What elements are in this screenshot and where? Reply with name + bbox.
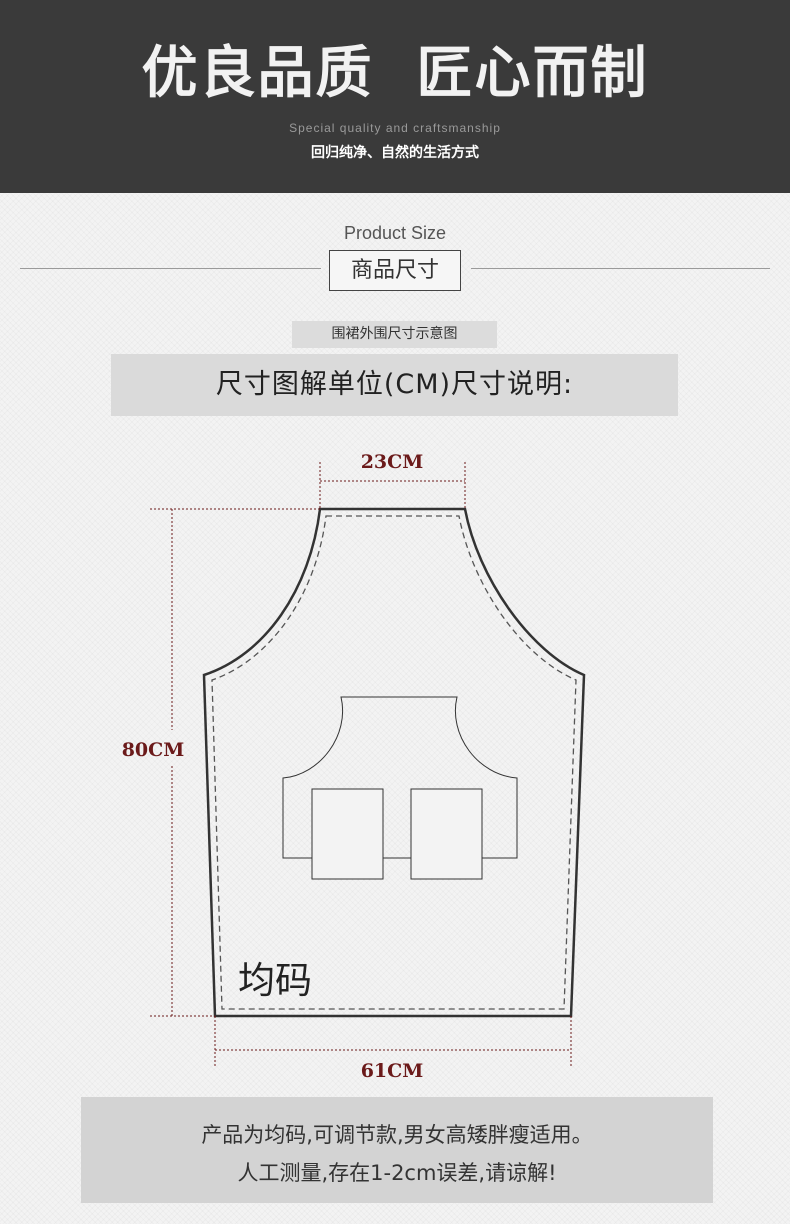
hero-banner: 优良品质 匠心而制 Special quality and craftsmans… bbox=[0, 0, 790, 193]
apron-diagram: 23CM 80CM 61CM 均码 bbox=[122, 451, 586, 1082]
apron-outline bbox=[202, 507, 586, 1018]
apron-stitching bbox=[211, 515, 577, 1010]
dimension-top-width: 23CM bbox=[361, 451, 424, 473]
pocket-left-flap bbox=[311, 788, 384, 880]
unit-bar: 尺寸图解单位(CM)尺寸说明: bbox=[111, 354, 678, 416]
section-title-en: Product Size bbox=[343, 223, 447, 243]
size-label: 均码 bbox=[238, 959, 312, 1002]
apron-pocket bbox=[282, 696, 518, 859]
hero-subtitle-en: Special quality and craftsmanship bbox=[289, 121, 501, 135]
note-line-2: 人工测量,存在1-2cm误差,请谅解! bbox=[237, 1161, 557, 1185]
section-title-cn: 商品尺寸 bbox=[329, 250, 461, 291]
note-line-1: 产品为均码,可调节款,男女高矮胖瘦适用。 bbox=[201, 1123, 593, 1147]
diagram-caption: 围裙外围尺寸示意图 bbox=[292, 321, 497, 348]
notes-panel: 产品为均码,可调节款,男女高矮胖瘦适用。 人工测量,存在1-2cm误差,请谅解! bbox=[81, 1097, 713, 1203]
section-divider-left bbox=[20, 268, 321, 269]
pocket-right-flap bbox=[410, 788, 483, 880]
hero-subtitle-cn: 回归纯净、自然的生活方式 bbox=[311, 145, 479, 161]
hero-title: 优良品质 匠心而制 bbox=[141, 40, 649, 106]
section-divider-right bbox=[471, 268, 770, 269]
dimension-height: 80CM bbox=[122, 739, 185, 761]
dimension-bottom-width: 61CM bbox=[361, 1060, 424, 1082]
